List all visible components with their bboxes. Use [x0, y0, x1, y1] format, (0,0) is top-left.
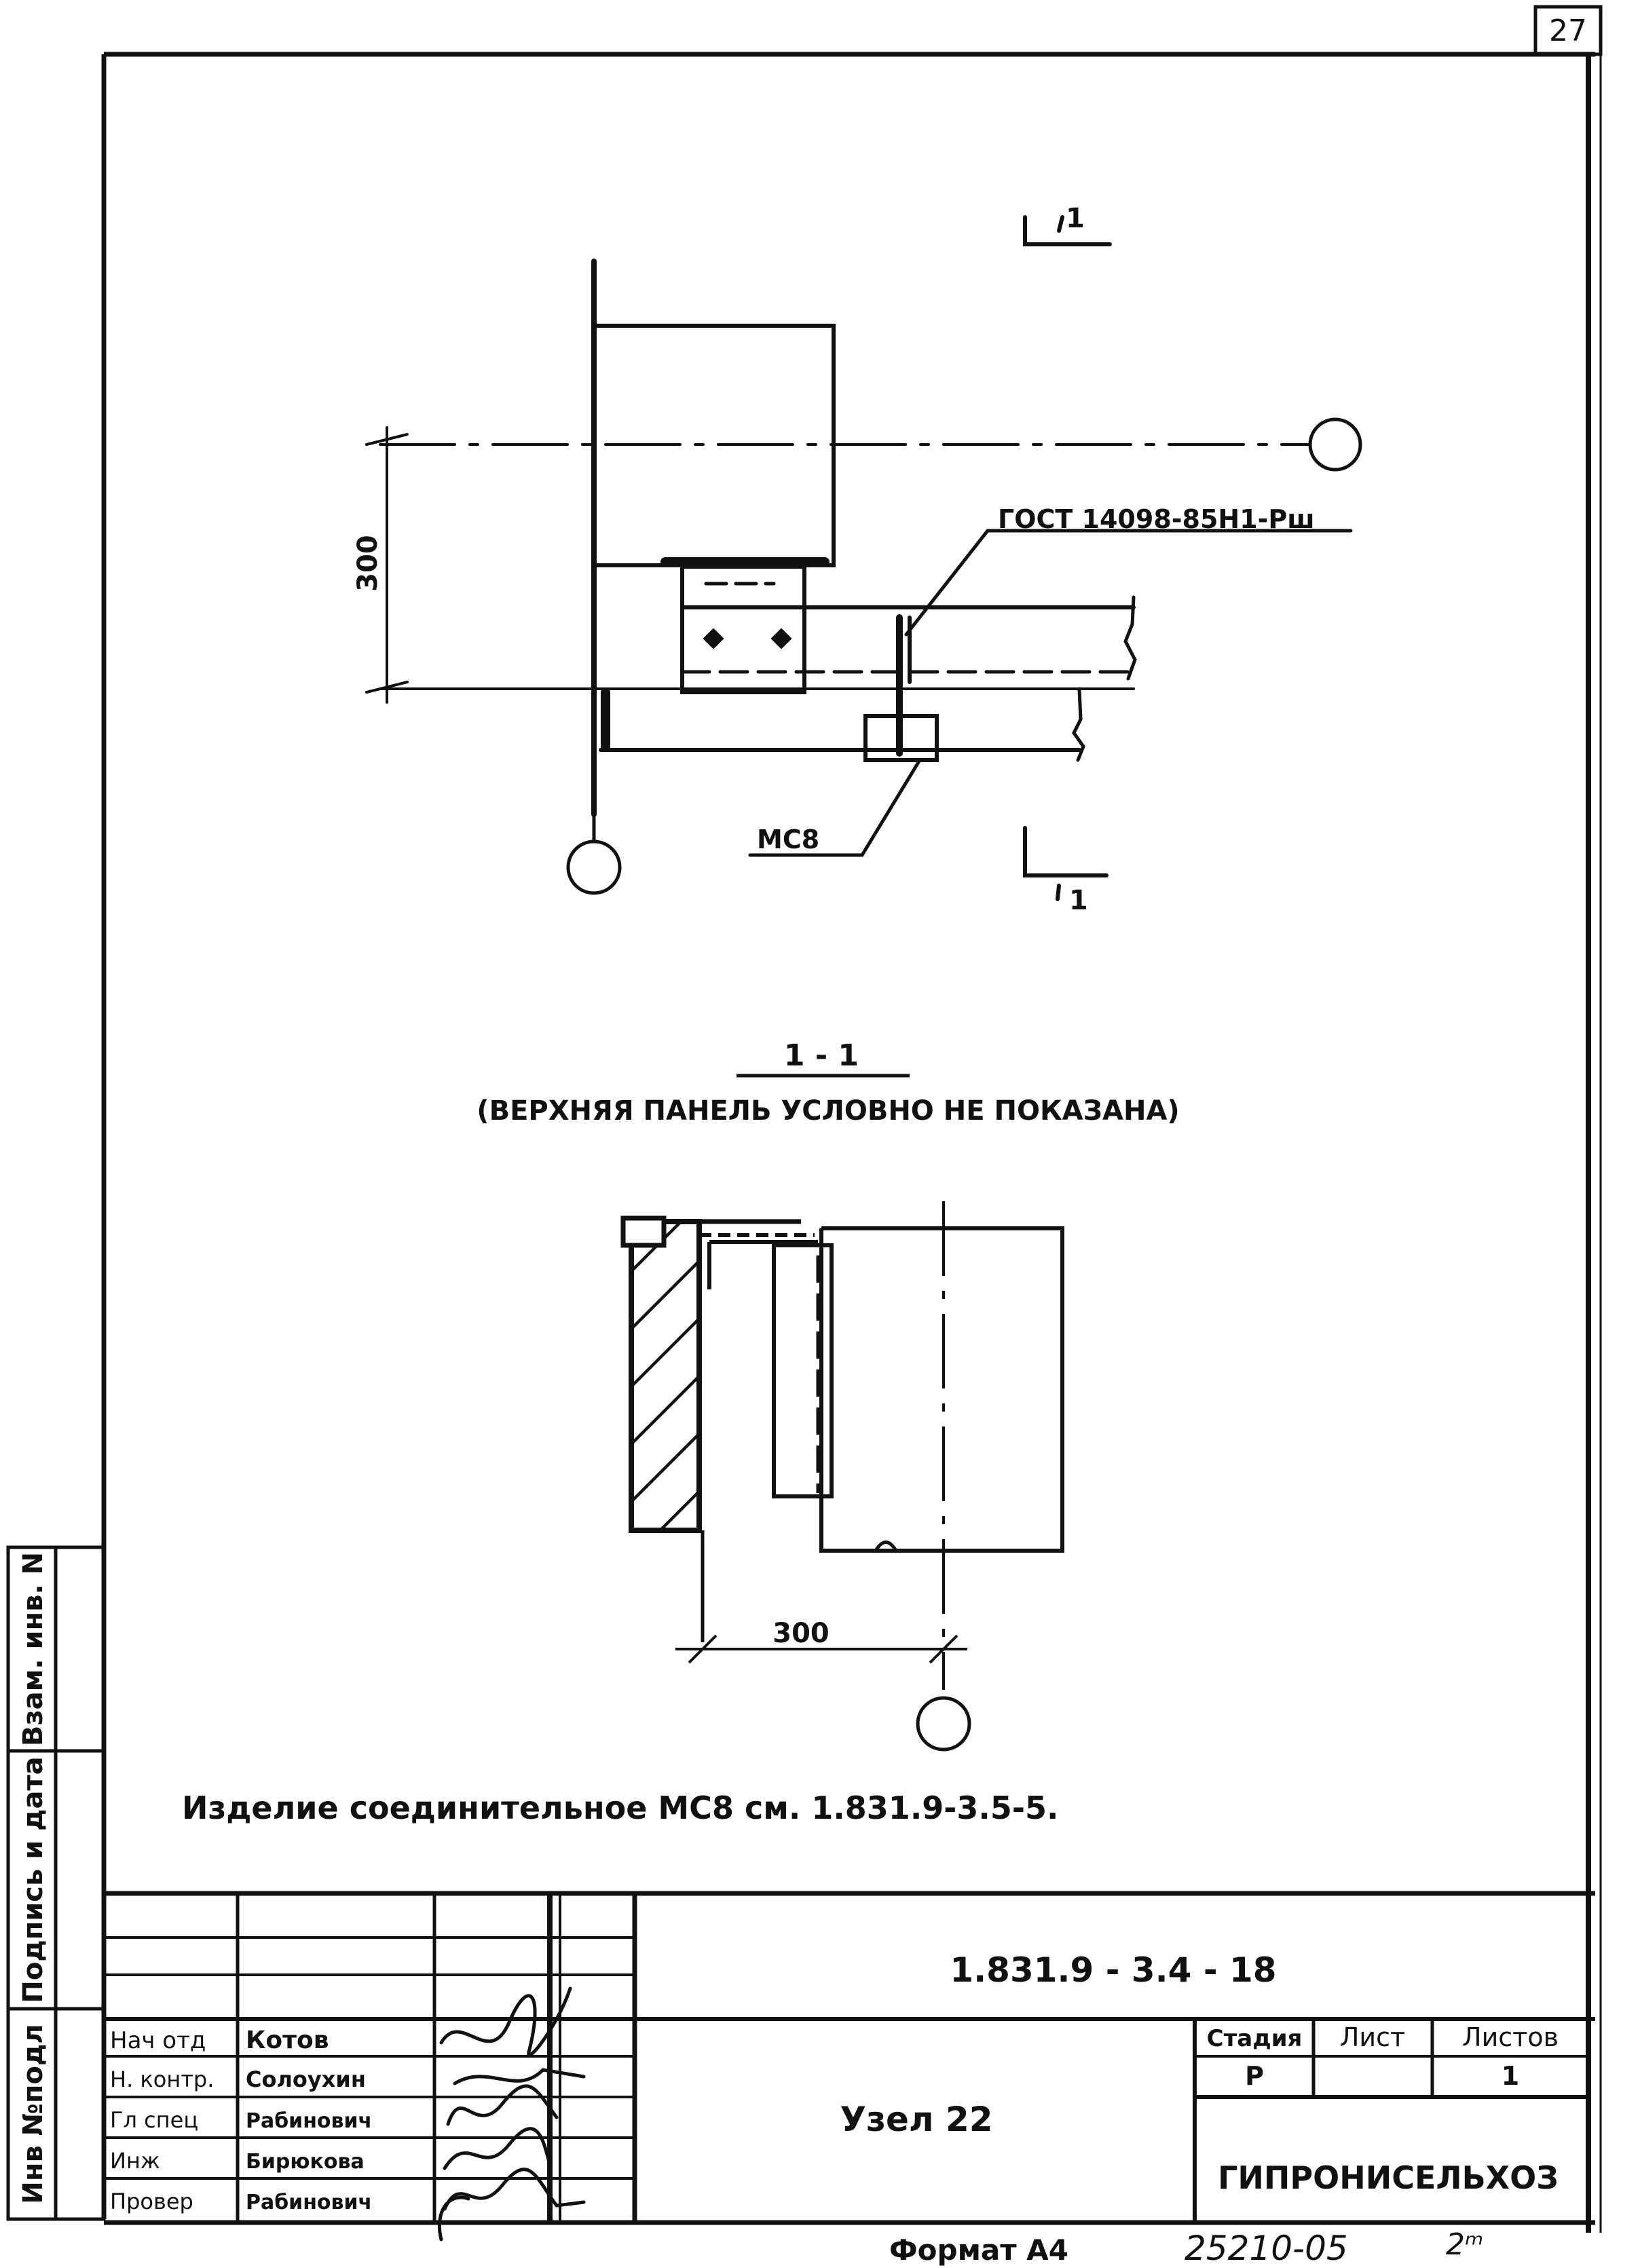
axis-bubble-right: [1308, 417, 1362, 472]
signature-rows: Нач отд Котов Н. контр. Солоухин Гл спец…: [110, 2026, 372, 2214]
note: Изделие соединительное МС8 см. 1.831.9-3…: [182, 1790, 1058, 1826]
plan-dimension: 300: [352, 535, 384, 592]
archive-number: 25210-05: [1185, 2229, 1348, 2268]
signature-name: Рабинович: [246, 2191, 372, 2214]
section-title: 1 - 1: [784, 1038, 859, 1073]
stage-value: Р: [1245, 2061, 1264, 2091]
col-stage-header: Стадия: [1207, 2025, 1303, 2052]
section-mark-top: 1: [1066, 203, 1085, 234]
hatched-panel: [629, 1219, 702, 1533]
signature-name: Солоухин: [246, 2066, 366, 2092]
section-dimension: 300: [772, 1618, 830, 1649]
format-label: Формат А4: [889, 2233, 1068, 2267]
section-mark-bottom: 1: [1069, 885, 1088, 916]
side-stamp-signature-date: Подпись и дата: [18, 1756, 49, 2003]
section-view: [620, 1201, 1064, 1752]
signature-name: Котов: [246, 2026, 329, 2054]
signature-role: Инж: [110, 2148, 160, 2174]
sheet-frame: [101, 27, 1602, 2233]
sheets-value: 1: [1502, 2061, 1519, 2091]
title-block: [104, 1893, 1595, 2223]
document-code: 1.831.9 - 3.4 - 18: [950, 1950, 1276, 1990]
plan-view: [365, 215, 1362, 901]
side-stamp-inv-original: Инв №подл: [18, 2024, 49, 2204]
col-sheet-header: Лист: [1340, 2022, 1405, 2052]
side-stamp-replaces: Взам. инв. N: [18, 1552, 49, 1746]
axis-bubble-bottom: [566, 839, 622, 895]
side-stamp: [6, 1545, 106, 2221]
callout-gost: ГОСТ 14098-85Н1-Рш: [998, 504, 1315, 534]
drawing-title: Узел 22: [840, 2100, 992, 2139]
signature-role: Нач отд: [110, 2027, 206, 2054]
handwritten-signatures: [437, 1986, 586, 2242]
signature-role: Гл спец: [110, 2107, 198, 2133]
section-subtitle: (ВЕРХНЯЯ ПАНЕЛЬ УСЛОВНО НЕ ПОКАЗАНА): [477, 1095, 1179, 1127]
signature-role: Н. контр.: [110, 2066, 214, 2092]
signature-role: Провер: [110, 2189, 193, 2214]
archive-suffix: 2ᵐ: [1446, 2227, 1483, 2262]
signature-name: Рабинович: [246, 2109, 372, 2133]
page-number: 27: [1549, 14, 1587, 48]
signature-name: Бирюкова: [246, 2150, 365, 2174]
organization: ГИПРОНИСЕЛЬХОЗ: [1218, 2159, 1559, 2196]
section-axis-bubble: [916, 1696, 971, 1752]
callout-part: МС8: [757, 825, 819, 854]
page-number-box: 27: [1533, 5, 1603, 56]
col-sheets-header: Листов: [1462, 2022, 1559, 2052]
bolt-markers: [703, 628, 792, 649]
